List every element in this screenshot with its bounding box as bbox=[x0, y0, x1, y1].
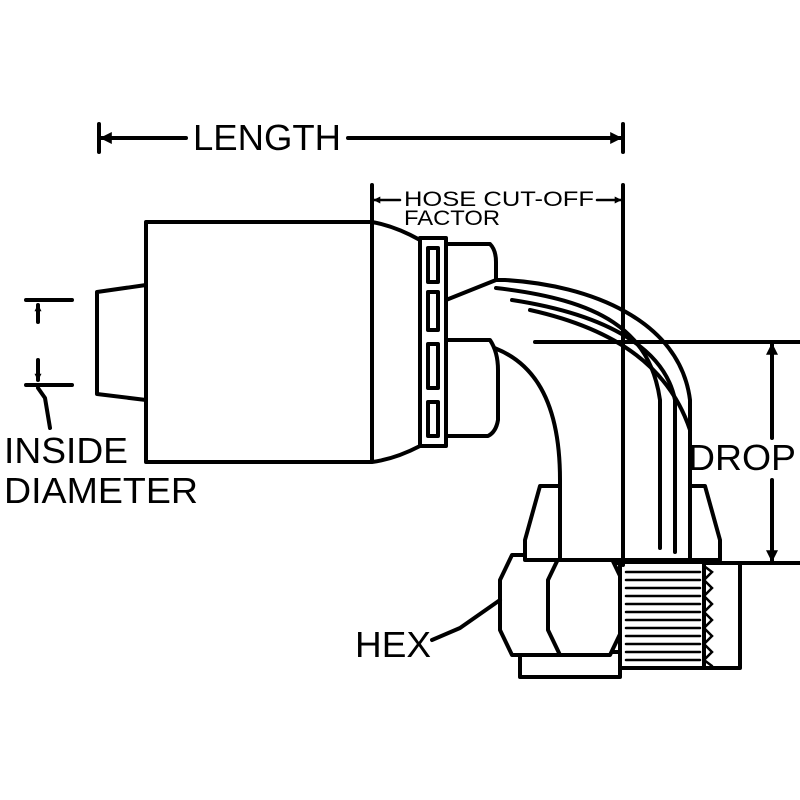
length-label: LENGTH bbox=[193, 117, 341, 158]
hose-cutoff-label-line1: HOSE CUT-OFF bbox=[404, 188, 594, 211]
hose-cutoff-label-line2: FACTOR bbox=[404, 207, 500, 230]
hex-label: HEX bbox=[355, 624, 431, 665]
inside-diameter-dimension bbox=[24, 298, 74, 430]
inside-diameter-label-line2: DIAMETER bbox=[4, 470, 198, 511]
elbow-tube bbox=[444, 278, 692, 562]
tube-stub-top bbox=[444, 242, 498, 302]
hose-cutoff-dimension bbox=[370, 183, 625, 567]
crimp-teeth bbox=[418, 236, 448, 448]
drop-dimension bbox=[533, 340, 800, 565]
length-dimension bbox=[97, 122, 625, 154]
drop-label: DROP bbox=[688, 437, 796, 478]
hex-leader-line bbox=[430, 598, 502, 642]
thread-section bbox=[618, 560, 714, 670]
inside-diameter-label-line1: INSIDE bbox=[4, 430, 128, 471]
tube-stub-bottom bbox=[444, 338, 500, 438]
ferrule bbox=[95, 220, 422, 464]
